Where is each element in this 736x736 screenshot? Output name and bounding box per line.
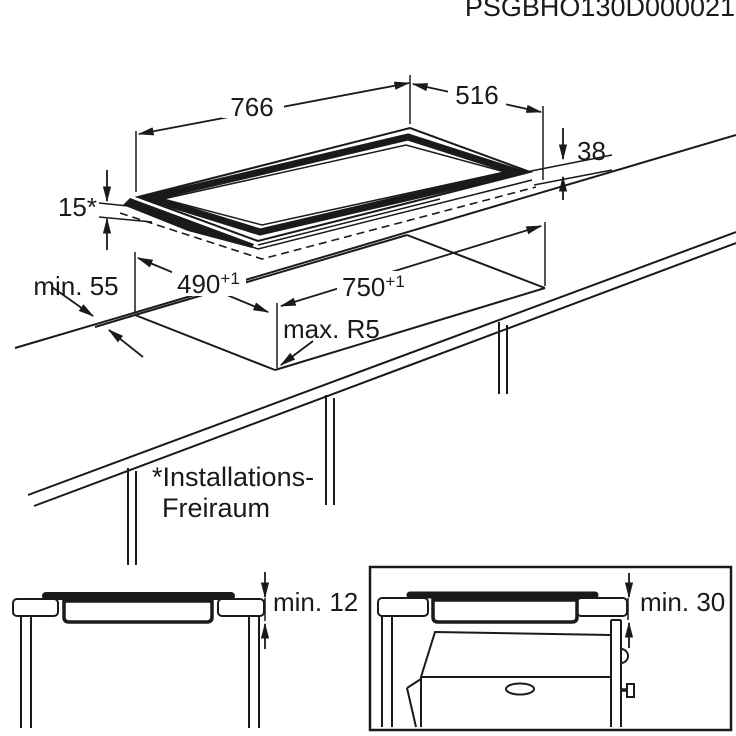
worktop-leg-left <box>127 468 137 565</box>
dimension-label-15: 15* <box>58 192 97 222</box>
counter-right-section <box>576 597 628 617</box>
worktop-leg-middle <box>325 395 335 505</box>
worktop-cutout <box>94 234 546 371</box>
hob-glass-inner-edge <box>162 144 506 226</box>
dimension-hob-height: 38 <box>525 128 613 200</box>
note-line-1: *Installations- <box>152 462 314 492</box>
dimension-label-min30: min. 30 <box>640 587 725 617</box>
oven-top <box>419 630 612 678</box>
dimension-oven-clearance: min. 30 <box>624 573 725 648</box>
dimension-cutout-depth: 490+1 <box>134 252 270 313</box>
cabinet-legs <box>20 616 260 728</box>
hob-body-side <box>123 198 254 248</box>
installation-clearance-note: *Installations- Freiraum <box>152 462 314 523</box>
built-under-oven <box>406 619 635 728</box>
oven-right-panel <box>610 619 635 727</box>
worktop-front-edge-bottom <box>33 242 736 507</box>
dimension-label-766: 766 <box>230 92 273 122</box>
dimension-overhang: 15* <box>58 170 153 250</box>
dimension-label-38: 38 <box>577 136 606 166</box>
annotation-label-maxR5: max. R5 <box>283 314 380 344</box>
dimension-drawer-clearance: min. 12 <box>260 572 358 649</box>
dimension-rear-clearance: min. 55 <box>33 271 144 358</box>
note-line-2: Freiraum <box>162 493 270 523</box>
hob-glass-top <box>134 126 534 243</box>
dimension-label-490: 490+1 <box>177 269 240 299</box>
dimension-label-min12: min. 12 <box>273 587 358 617</box>
hob-body-side-view <box>62 599 214 624</box>
detail-view-frame <box>368 565 733 732</box>
worktop-front-edge-top <box>27 231 736 496</box>
counter-left-section <box>377 597 429 617</box>
dimension-cutout-width: 750+1 <box>276 222 546 368</box>
worktop-leg-right <box>498 322 508 394</box>
annotation-corner-radius: max. R5 <box>279 314 380 366</box>
hob-glass-frame-band <box>136 133 531 236</box>
oven-door-handle <box>505 682 535 696</box>
dimension-hob-width: 766 <box>135 75 411 192</box>
oven-hinge-bump <box>620 648 629 664</box>
counter-right-section <box>217 598 265 617</box>
model-code: PSGBHO130D000021 <box>465 0 735 22</box>
dimension-label-750: 750+1 <box>342 272 405 302</box>
oven-side-knob <box>626 683 635 698</box>
hob-body-side-view <box>431 598 579 624</box>
cabinet-legs <box>381 616 393 727</box>
dimension-label-516: 516 <box>455 80 498 110</box>
detail-view-drawer-clearance: min. 12 <box>12 572 358 728</box>
counter-left-section <box>12 598 59 617</box>
detail-view-oven-clearance: min. 30 <box>368 565 733 732</box>
dimension-label-min55: min. 55 <box>33 271 118 301</box>
dimension-hob-depth: 516 <box>411 80 544 180</box>
hob-glass-outline <box>134 126 534 243</box>
